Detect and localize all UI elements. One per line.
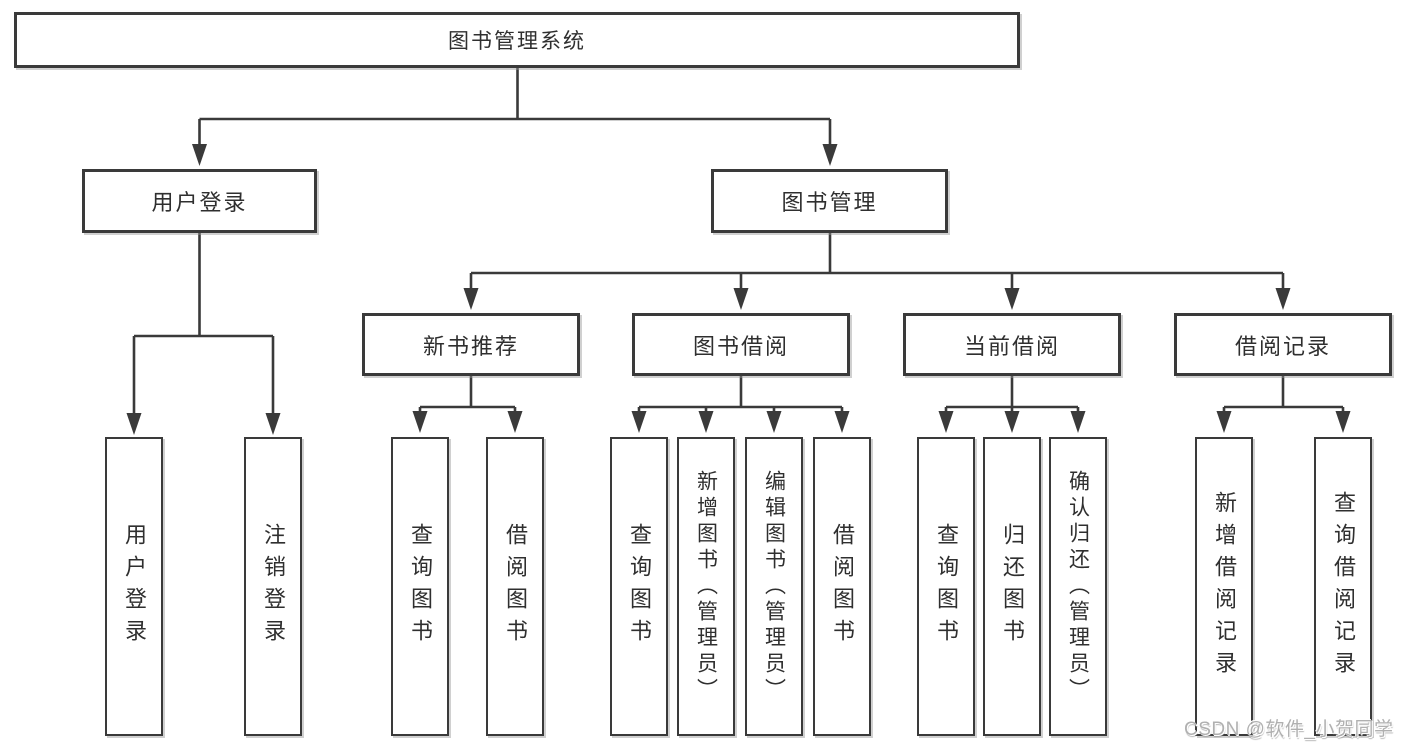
leaf-add-borrow-record: 新增借阅记录: [1195, 437, 1253, 736]
node-borrow-records-label: 借阅记录: [1234, 333, 1331, 359]
leaf-query-borrow-record: 查询借阅记录: [1314, 437, 1372, 736]
wire-book-management-to-level3: [469, 233, 1285, 291]
node-current-borrowing-label: 当前借阅: [963, 333, 1060, 359]
arrowhead: [822, 144, 838, 166]
wire-current-borrowing-to-leaves: [944, 376, 1080, 414]
leaf-query-books-borrowing: 查询图书: [610, 437, 668, 736]
arrowhead: [1216, 411, 1232, 433]
leaf-query-borrow-record-label: 查询借阅记录: [1331, 490, 1356, 683]
leaf-user-login: 用户登录: [105, 437, 163, 736]
node-current-borrowing: 当前借阅: [903, 313, 1121, 376]
leaf-add-borrow-record-label: 新增借阅记录: [1212, 490, 1237, 683]
node-user-login-label: 用户登录: [151, 190, 248, 215]
leaf-add-book-admin: 新增图书（管理员）: [677, 437, 735, 736]
node-root-label: 图书管理系统: [448, 30, 586, 53]
leaf-return-books: 归还图书: [983, 437, 1041, 736]
leaf-borrow-books-borrowing: 借阅图书: [813, 437, 871, 736]
arrowhead: [265, 413, 281, 435]
leaf-logout-label: 注销登录: [261, 522, 286, 651]
node-book-management-label: 图书管理: [781, 190, 878, 215]
node-book-borrowing-label: 图书借阅: [692, 333, 789, 359]
arrowhead: [1275, 288, 1291, 310]
node-user-login: 用户登录: [82, 169, 317, 233]
node-borrow-records: 借阅记录: [1174, 313, 1392, 376]
leaf-query-books-current: 查询图书: [917, 437, 975, 736]
arrowhead: [834, 411, 850, 433]
arrowhead: [463, 288, 479, 310]
leaf-query-books-borrowing-label: 查询图书: [627, 522, 652, 651]
arrowhead: [126, 413, 142, 435]
leaf-borrow-books-recommend: 借阅图书: [486, 437, 544, 736]
arrowhead: [412, 411, 428, 433]
leaf-confirm-return-admin: 确认归还（管理员）: [1049, 437, 1107, 736]
wire-book-borrowing-to-leaves: [637, 376, 844, 414]
arrowhead: [1070, 411, 1086, 433]
leaf-query-books-recommend-label: 查询图书: [408, 522, 433, 651]
leaf-logout: 注销登录: [244, 437, 302, 736]
node-root: 图书管理系统: [14, 12, 1020, 68]
arrowhead: [766, 411, 782, 433]
leaf-confirm-return-admin-label: 确认归还（管理员）: [1066, 469, 1090, 704]
wire-root-to-level2: [198, 68, 832, 148]
arrowhead: [1004, 288, 1020, 310]
arrowhead: [192, 144, 207, 166]
leaf-borrow-books-borrowing-label: 借阅图书: [830, 522, 855, 651]
node-new-book-recommend: 新书推荐: [362, 313, 580, 376]
leaf-query-books-recommend: 查询图书: [391, 437, 449, 736]
leaf-borrow-books-recommend-label: 借阅图书: [503, 522, 528, 651]
arrowhead: [507, 411, 523, 433]
node-book-management: 图书管理: [711, 169, 948, 233]
arrowhead: [631, 411, 647, 433]
node-new-book-recommend-label: 新书推荐: [422, 333, 519, 359]
node-book-borrowing: 图书借阅: [632, 313, 850, 376]
wire-new-book-recommend-to-leaves: [418, 376, 517, 414]
arrowhead: [698, 411, 714, 433]
arrowhead: [1004, 411, 1020, 433]
leaf-edit-book-admin: 编辑图书（管理员）: [745, 437, 803, 736]
arrowhead: [1335, 411, 1351, 433]
leaf-user-login-label: 用户登录: [122, 522, 147, 651]
wire-user-login-to-leaves: [132, 233, 275, 416]
arrowhead: [938, 411, 954, 433]
wire-borrow-records-to-leaves: [1222, 376, 1345, 414]
arrowhead: [733, 288, 749, 310]
csdn-watermark: CSDN @软件_小贺同学: [1184, 719, 1394, 740]
leaf-query-books-current-label: 查询图书: [934, 522, 959, 651]
leaf-edit-book-admin-label: 编辑图书（管理员）: [762, 469, 786, 704]
leaf-add-book-admin-label: 新增图书（管理员）: [694, 469, 718, 704]
leaf-return-books-label: 归还图书: [1000, 522, 1025, 651]
